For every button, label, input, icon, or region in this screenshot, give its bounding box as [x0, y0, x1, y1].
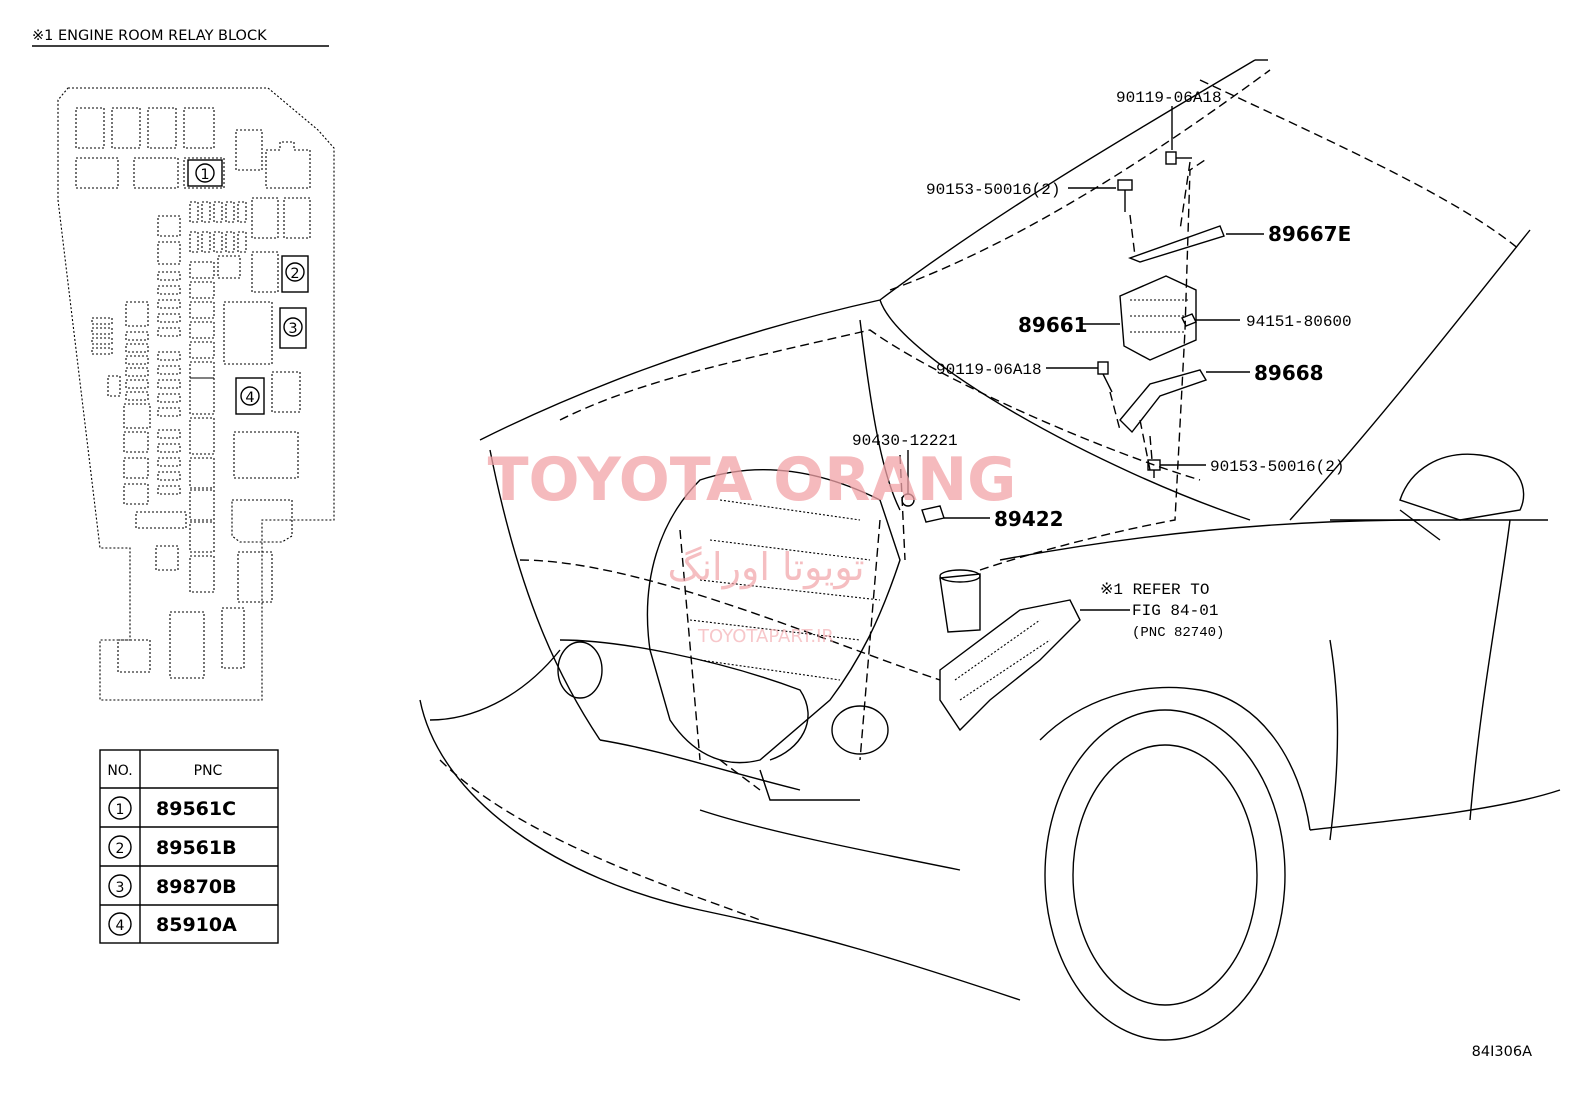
callout-bolt-mid: 90119-06A18 [936, 361, 1042, 379]
table-row: 4 85910A [108, 912, 237, 936]
callout-sensor: 89422 [994, 507, 1064, 531]
watermark-persian: تویوتا اورانگ [667, 545, 864, 590]
relay-block-section: ※1 ENGINE ROOM RELAY BLOCK [32, 28, 335, 701]
bolt-icon [1097, 361, 1113, 393]
callout-bolt-a: 90153-50016(2) [926, 181, 1060, 199]
relay-marker-3: 3 [279, 307, 307, 349]
relay-marker-2: 2 [281, 255, 309, 293]
svg-text:3: 3 [116, 880, 125, 896]
svg-text:2: 2 [290, 266, 299, 282]
svg-text:2: 2 [116, 841, 125, 857]
table-row: 2 89561B [108, 835, 237, 859]
callout-refer-line2: FIG 84-01 [1132, 602, 1218, 620]
table-header-no: NO. [107, 763, 132, 779]
upper-bracket [1128, 225, 1225, 263]
table-row: 3 89870B [108, 874, 237, 898]
svg-text:4: 4 [116, 918, 125, 934]
callout-bolt-top: 90119-06A18 [1116, 89, 1222, 107]
svg-text:1: 1 [116, 802, 125, 818]
svg-text:85910A: 85910A [156, 914, 237, 936]
svg-text:89561C: 89561C [156, 798, 236, 820]
callout-labels: 90119-06A18 90153-50016(2) 89667E 89661 … [852, 89, 1352, 641]
relay-marker-4: 4 [235, 377, 265, 415]
watermark-main: TOYOTA ORANG [488, 445, 1017, 515]
svg-text:1: 1 [200, 167, 209, 183]
svg-text:3: 3 [288, 321, 297, 337]
car-illustration [419, 59, 1561, 1041]
relay-marker-1: 1 [187, 159, 223, 187]
callout-refer-line3: (PNC 82740) [1132, 625, 1224, 641]
watermark-site: TOYOTAPART.IR [697, 626, 834, 647]
relay-block-components [75, 107, 311, 679]
callout-refer-line1: ※1 REFER TO [1100, 581, 1209, 599]
table-header-pnc: PNC [194, 763, 223, 779]
pnc-table: NO. PNC 1 89561C 2 89561B 3 89870B 4 859… [99, 749, 279, 944]
bolt-icon [1117, 179, 1133, 212]
bolt-icon [1165, 151, 1192, 165]
callout-bracket-upper: 89667E [1268, 222, 1351, 246]
table-row: 1 89561C [108, 796, 236, 820]
callout-bracket-lower: 89668 [1254, 361, 1324, 385]
svg-text:89870B: 89870B [156, 876, 237, 898]
callout-ecu: 89661 [1018, 313, 1088, 337]
relay-block-outline [57, 87, 335, 701]
figure-id: 84I306A [1472, 1044, 1532, 1060]
watermark: TOYOTA ORANG تویوتا اورانگ TOYOTAPART.IR [488, 445, 1017, 647]
lower-bracket [1119, 369, 1208, 434]
nut-icon [1181, 313, 1197, 327]
ecu-module [1119, 275, 1197, 361]
relay-block-title: ※1 ENGINE ROOM RELAY BLOCK [32, 28, 267, 44]
svg-text:89561B: 89561B [156, 837, 237, 859]
callout-nut: 94151-80600 [1246, 313, 1352, 331]
callout-leaders [907, 106, 1264, 611]
svg-text:4: 4 [245, 390, 254, 406]
callout-bolt-b: 90153-50016(2) [1210, 458, 1344, 476]
callout-gasket: 90430-12221 [852, 432, 958, 450]
